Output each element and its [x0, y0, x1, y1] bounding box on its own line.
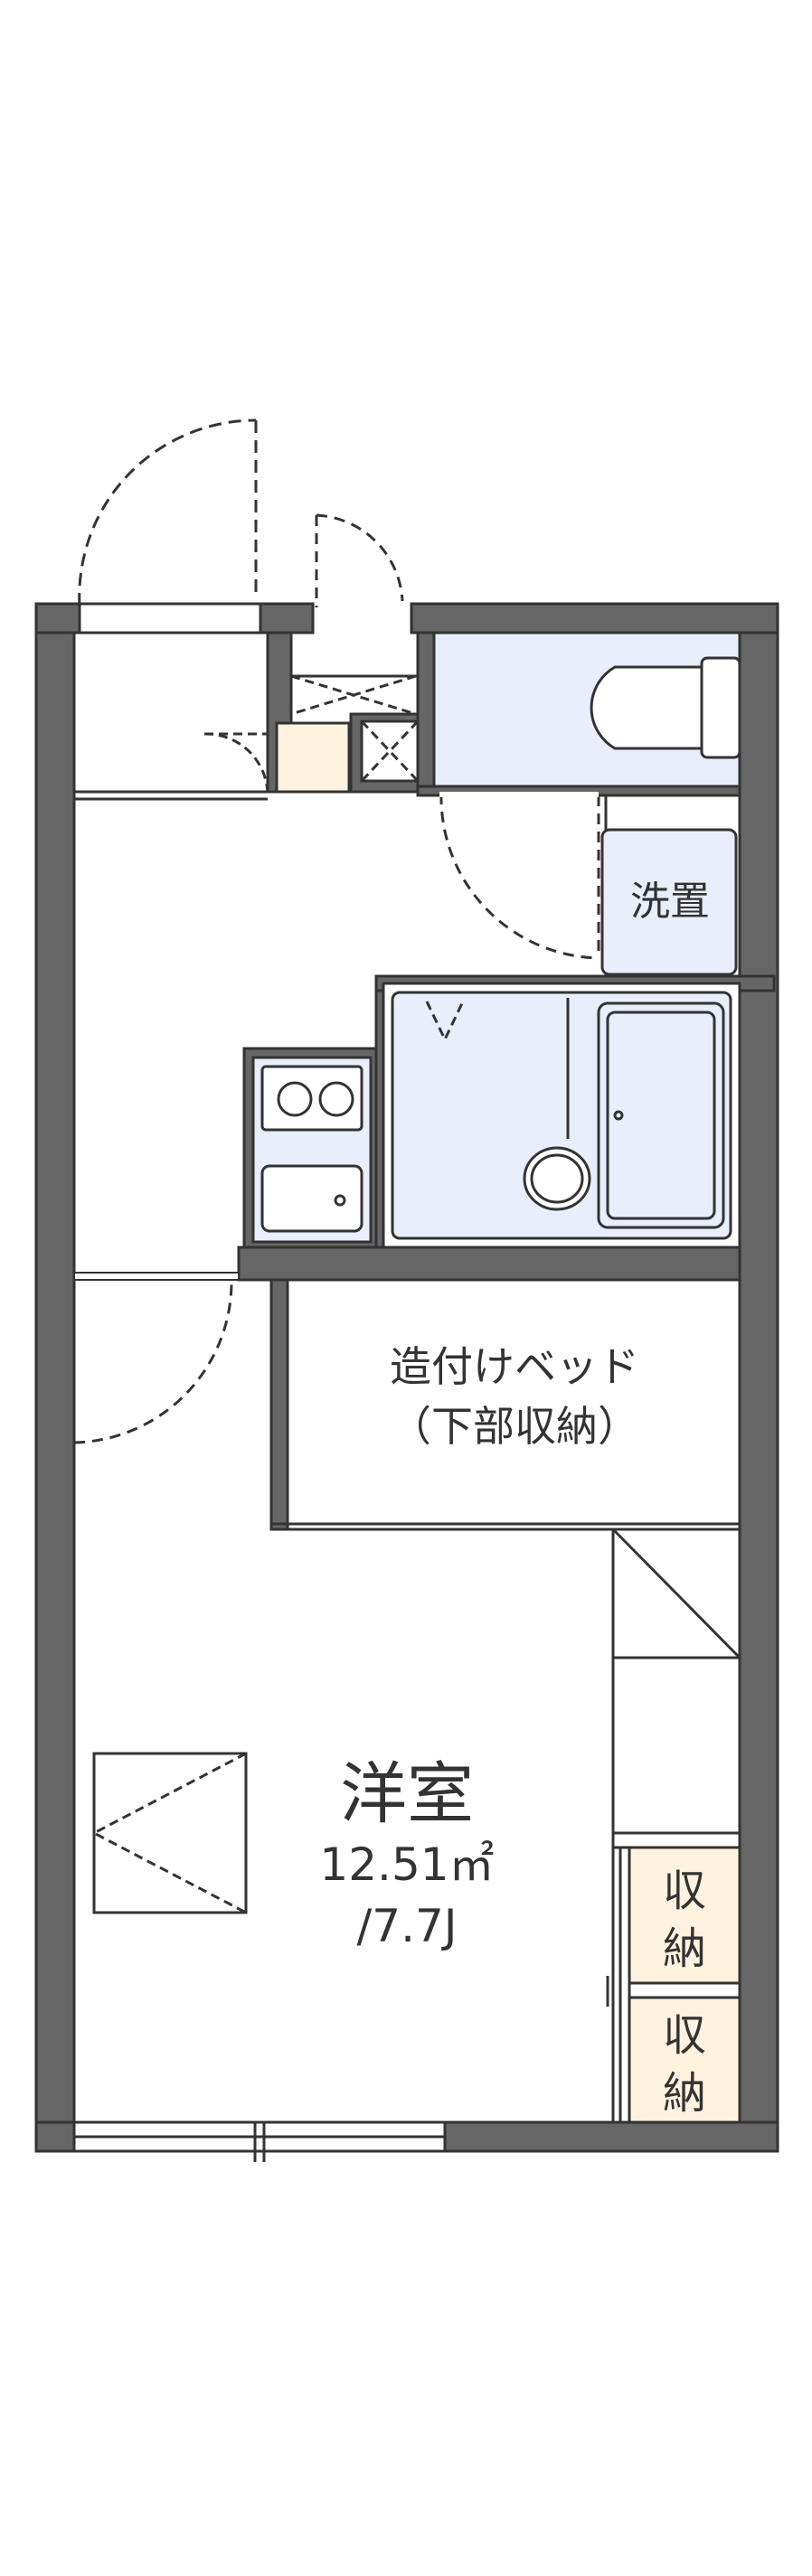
- storage-1-char-bottom: 納: [663, 1923, 706, 1974]
- room-door-swing-icon: [72, 1283, 233, 1444]
- utility-door-swing-icon: [315, 513, 404, 607]
- entrance-door-swing-icon: [78, 418, 258, 606]
- washer-space: 洗置: [600, 794, 741, 978]
- storage-closet-1: 収 納: [611, 1831, 741, 2122]
- area-sqm-label: 12.51㎡: [319, 1838, 494, 1891]
- main-room-label: 洋室: [340, 1755, 474, 1833]
- toilet-door-swing-icon: [439, 793, 600, 960]
- entrance-step: [74, 790, 268, 801]
- bed-label-line2: （下部収納）: [390, 1402, 639, 1451]
- basin-icon: [523, 1146, 591, 1211]
- entry-closet: [203, 631, 420, 796]
- toilet-icon: [590, 656, 741, 759]
- balcony-window: [72, 2120, 447, 2162]
- washroom-label: 洗置: [630, 879, 710, 925]
- entrance-opening: [78, 602, 262, 635]
- bathtub-icon: [566, 998, 725, 1229]
- area-jo-label: /7.7J: [356, 1900, 457, 1952]
- stove-icon: [260, 1065, 364, 1132]
- bed-label-line1: 造付けベッド: [390, 1342, 639, 1391]
- kitchen-divider-wall: [237, 1246, 741, 1282]
- bathroom: [374, 974, 776, 1258]
- storage-2-char-bottom: 納: [663, 2068, 706, 2119]
- built-in-bed: 造付けベッド （下部収納）: [269, 1278, 741, 1531]
- sink-icon: [260, 1164, 364, 1233]
- bed-ladder: [611, 1528, 741, 1835]
- aircon-unit-icon: [90, 1752, 248, 1914]
- storage-closet-2: 収 納: [606, 1976, 741, 2124]
- storage-2-char-top: 収: [663, 2010, 706, 2061]
- storage-1-char-top: 収: [663, 1866, 706, 1916]
